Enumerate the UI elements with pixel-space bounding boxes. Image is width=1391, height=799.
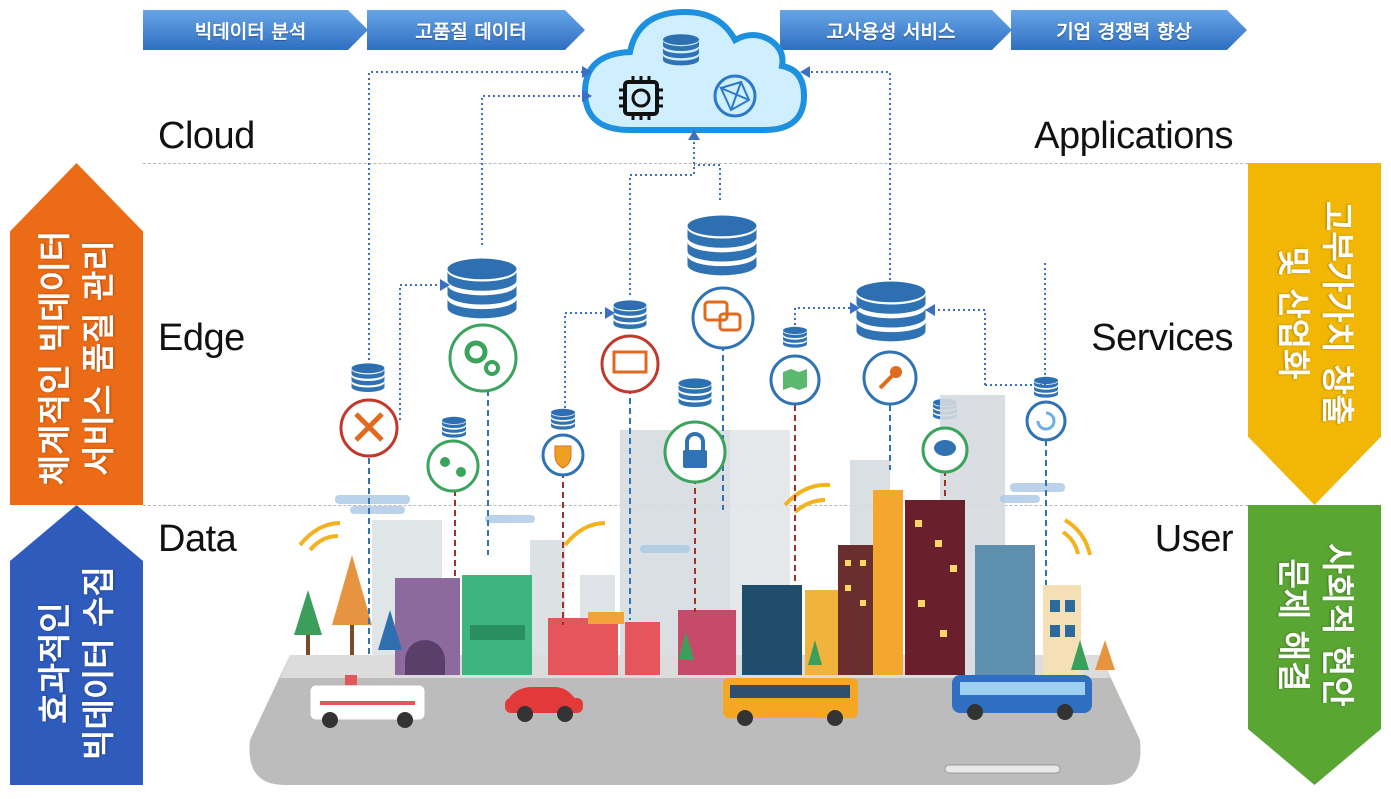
label-data: Data bbox=[158, 518, 237, 560]
refresh-icon bbox=[1025, 400, 1067, 442]
globe-network-icon bbox=[713, 74, 757, 118]
city-bus bbox=[952, 675, 1092, 720]
monitor-gear-icon bbox=[600, 334, 660, 394]
chat-bubble-icon bbox=[921, 426, 969, 474]
database-icon bbox=[783, 326, 807, 348]
arrow-quality-management: 체계적인 빅데이터 서비스 품질 관리 bbox=[10, 163, 143, 505]
chip-brain-icon bbox=[619, 76, 663, 120]
label-edge: Edge bbox=[158, 317, 245, 359]
database-icon bbox=[551, 408, 575, 430]
ambulance bbox=[309, 675, 426, 728]
arrow-value-creation: 고부가가치 창출 및 산업화 bbox=[1248, 163, 1381, 505]
shield-icon bbox=[541, 433, 585, 477]
users-cycle-icon bbox=[426, 439, 480, 493]
label-cloud: Cloud bbox=[158, 115, 255, 157]
tree bbox=[294, 590, 322, 655]
database-icon bbox=[442, 416, 466, 438]
school-bus bbox=[723, 678, 858, 726]
chevron-big-data-analysis: 빅데이터 분석 bbox=[143, 10, 368, 50]
label-services: Services bbox=[1091, 317, 1233, 359]
map-icon bbox=[769, 354, 821, 406]
key-icon bbox=[862, 350, 918, 406]
chevron-enterprise-competitiveness: 기업 경쟁력 향상 bbox=[1011, 10, 1247, 50]
database-icon bbox=[613, 300, 647, 329]
separator-cloud-edge bbox=[143, 163, 1248, 164]
lock-icon bbox=[663, 420, 727, 484]
social-issue-line1: 사회적 현안 bbox=[1317, 543, 1357, 707]
database-icon bbox=[447, 258, 517, 319]
label-user: User bbox=[1154, 518, 1234, 560]
database-icon bbox=[1034, 376, 1058, 398]
chevron-high-usability-service: 고사용성 서비스 bbox=[780, 10, 1012, 50]
chat-power-icon bbox=[691, 286, 755, 350]
value-creation-line2: 및 산업화 bbox=[1273, 246, 1313, 380]
quality-management-line2: 서비스 품질 관리 bbox=[78, 240, 118, 476]
quality-management-line1: 체계적인 빅데이터 bbox=[34, 230, 74, 486]
social-issue-line2: 문제 해결 bbox=[1273, 558, 1313, 692]
data-collection-line2: 빅데이터 수집 bbox=[78, 566, 118, 760]
database-icon bbox=[856, 281, 926, 342]
tools-icon bbox=[339, 398, 399, 458]
data-collection-line1: 효과적인 bbox=[34, 602, 74, 724]
database-icon bbox=[687, 215, 757, 276]
database-icon bbox=[351, 363, 385, 392]
gears-icon bbox=[448, 323, 518, 393]
arrow-social-issue-solving: 사회적 현안 문제 해결 bbox=[1248, 505, 1381, 785]
wifi-icon bbox=[298, 482, 1092, 556]
value-creation-line1: 고부가가치 창출 bbox=[1317, 200, 1357, 426]
car bbox=[505, 687, 583, 722]
chevron-high-quality-data: 고품질 데이터 bbox=[367, 10, 585, 50]
arrow-data-collection: 효과적인 빅데이터 수집 bbox=[10, 505, 143, 785]
database-icon bbox=[678, 378, 712, 407]
label-applications: Applications bbox=[1034, 115, 1233, 157]
cloud-icon bbox=[581, 8, 808, 133]
